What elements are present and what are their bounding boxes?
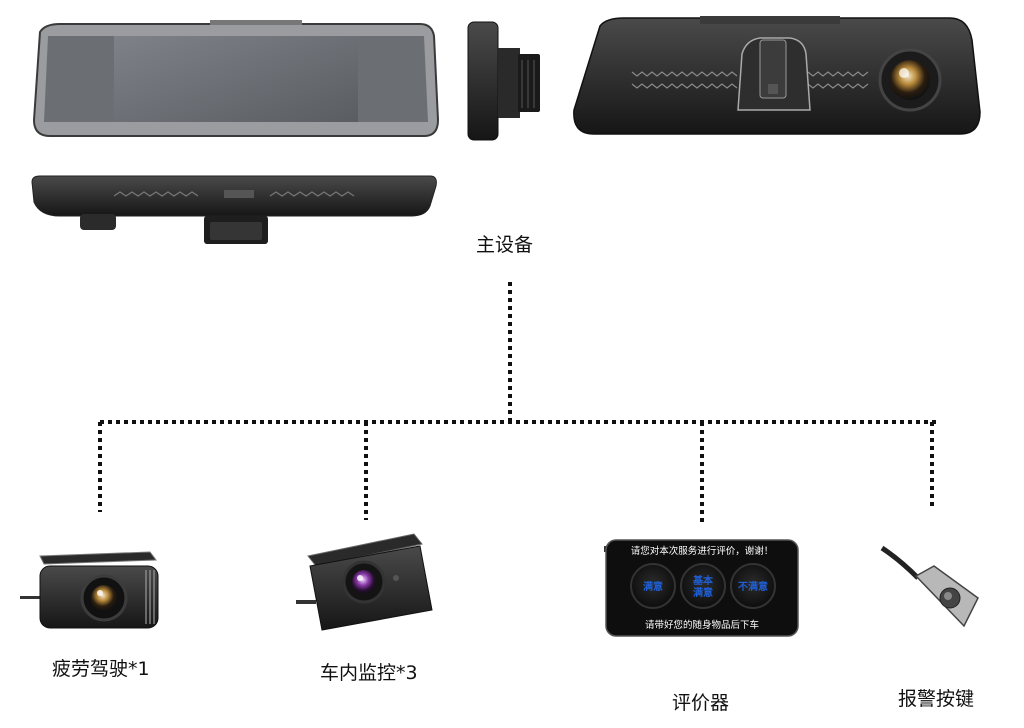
rating-button-basic-line2[interactable]: 满意 [693, 586, 713, 599]
rating-button-basic-line1[interactable]: 基本 [692, 574, 714, 587]
rating-device-label: 评价器 [672, 692, 730, 714]
main-device-label: 主设备 [476, 234, 534, 256]
connector-lines [98, 282, 940, 522]
rating-top-text: 请您对本次服务进行评价，谢谢！ [631, 545, 774, 557]
alarm-button-label: 报警按键 [898, 688, 975, 710]
alarm-button-icon [880, 545, 979, 628]
mirror-side-icon [467, 21, 540, 141]
rating-device-icon: 请您对本次服务进行评价，谢谢！ 请带好您的随身物品后下车 满意 基本 满意 不满… [604, 539, 799, 637]
fatigue-camera-icon [20, 551, 159, 629]
rating-button-unsatisfied[interactable]: 不满意 [738, 580, 768, 593]
mirror-bottom-icon [31, 175, 437, 244]
rating-button-satisfied[interactable]: 满意 [643, 580, 663, 593]
cabin-camera-icon [296, 533, 433, 631]
cabin-monitor-label: 车内监控*3 [320, 662, 418, 684]
mirror-rear-icon [573, 16, 981, 135]
mirror-front-icon [32, 20, 440, 137]
rating-bottom-text: 请带好您的随身物品后下车 [645, 619, 759, 631]
fatigue-driving-label: 疲劳驾驶*1 [52, 658, 150, 680]
